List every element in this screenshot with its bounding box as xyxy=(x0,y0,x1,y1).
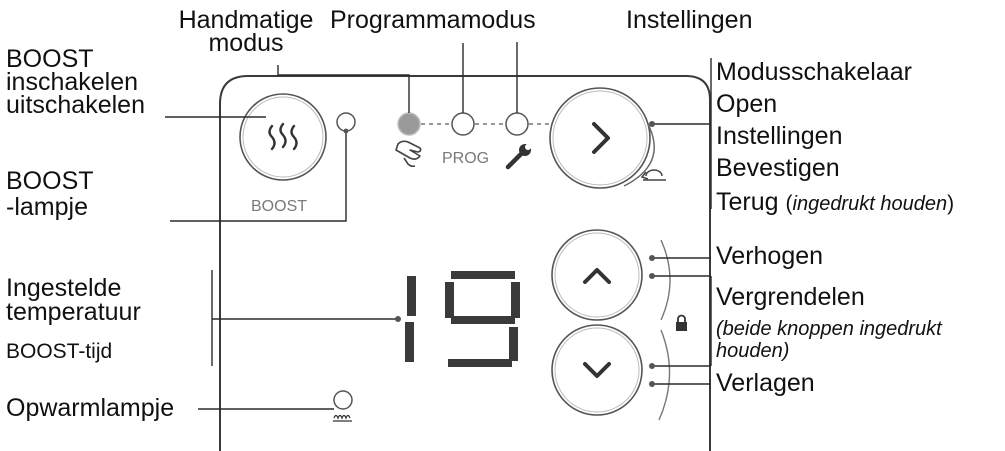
settings-mode-led xyxy=(505,112,529,136)
boost-led xyxy=(336,112,356,132)
manual-mode-led xyxy=(397,112,421,136)
device-outline xyxy=(219,75,711,451)
label-open: Open xyxy=(716,90,778,118)
label-programmamodus: Programmamodus xyxy=(330,6,536,34)
label-bevestigen: Bevestigen xyxy=(716,154,840,182)
label-verlagen: Verlagen xyxy=(716,369,815,397)
label-boost-schakelen: BOOST inschakelen uitschakelen xyxy=(6,45,145,119)
up-button[interactable] xyxy=(551,229,643,321)
leader-dots xyxy=(343,121,655,387)
digit-one xyxy=(405,276,416,362)
mode-switch-button[interactable] xyxy=(549,87,651,189)
label-terug: Terug (ingedrukt houden) xyxy=(716,188,955,216)
label-boost-lampje: BOOST -lampje xyxy=(6,167,94,221)
label-vergrendelen: Vergrendelen xyxy=(716,283,865,311)
wrench-icon xyxy=(505,144,531,170)
ingedrukt-houden-text: ingedrukt houden xyxy=(792,193,948,215)
label-instellingen-top: Instellingen xyxy=(626,6,753,34)
label-handmatige-modus: Handmatige modus xyxy=(178,6,314,57)
prog-mode-led xyxy=(451,112,475,136)
hand-icon xyxy=(395,140,422,168)
label-modusschakelaar: Modusschakelaar xyxy=(716,58,912,86)
label-ingestelde-temperatuur: Ingestelde temperatuur xyxy=(6,274,141,326)
label-boost-tijd: BOOST-tijd xyxy=(6,340,113,363)
label-instellingen-right: Instellingen xyxy=(716,122,843,150)
label-opwarmlampje: Opwarmlampje xyxy=(6,394,175,422)
back-arrow-icon xyxy=(640,169,666,181)
digit-nine xyxy=(445,271,520,367)
down-button[interactable] xyxy=(551,324,643,416)
lock-icon xyxy=(676,314,687,331)
down-arc xyxy=(658,329,671,421)
leader-lines xyxy=(165,42,712,410)
boost-device-label: BOOST xyxy=(251,198,307,215)
label-beide-knoppen: (beide knoppen ingedrukt houden) xyxy=(716,318,942,362)
back-arc xyxy=(623,123,655,187)
label-verhogen: Verhogen xyxy=(716,242,824,270)
chevron-up-icon xyxy=(583,268,611,284)
heat-waves-icon xyxy=(268,122,298,151)
chevron-down-icon xyxy=(583,362,611,378)
coil-icon xyxy=(333,414,352,422)
terug-text: Terug xyxy=(716,188,779,216)
prog-device-label: PROG xyxy=(442,150,489,167)
chevron-right-icon xyxy=(592,122,610,154)
heating-led xyxy=(333,390,353,410)
up-arc xyxy=(660,239,671,321)
